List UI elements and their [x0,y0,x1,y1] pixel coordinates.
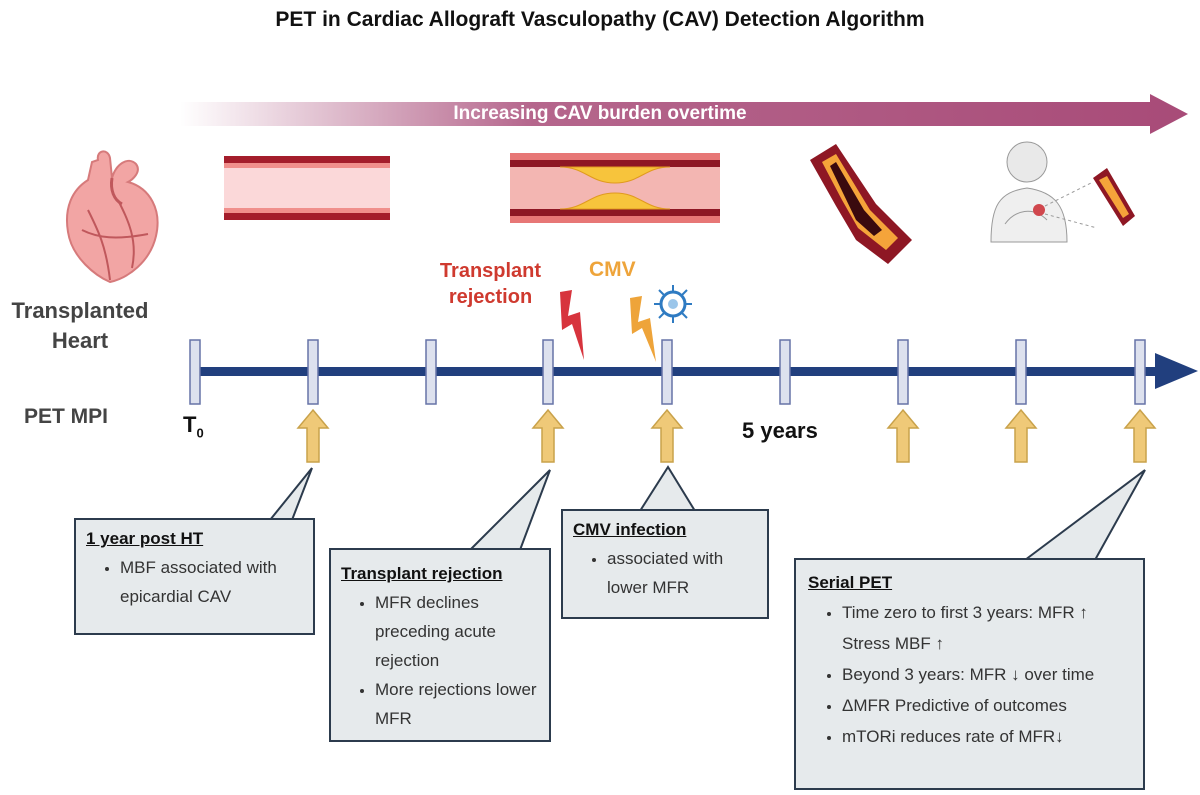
virus-icon [654,285,692,323]
occluded-vessel-icon [810,144,912,264]
pet-scan-arrow [1004,408,1038,463]
normal-vessel-icon [224,156,390,220]
timeline-tick [307,339,319,405]
timeline-arrowhead [1155,353,1198,389]
cmv-label: CMV [589,258,636,281]
t0-main: T [183,412,197,437]
narrowed-vessel-icon [510,153,720,223]
heart-label-line2: Heart [51,328,109,353]
rejection-lightning-icon [560,290,584,360]
timeline-tick [661,339,673,405]
callout-title: 1 year post HT [86,529,204,548]
callout-title: Transplant rejection [341,564,503,583]
callout-item: MBF associated with epicardial CAV [120,553,303,611]
callout-1-year-post-ht: 1 year post HT MBF associated with epica… [74,518,315,635]
timeline-tick [1134,339,1146,405]
heart-label-line1: Transplanted [11,298,149,323]
callout-item: Beyond 3 years: MFR ↓ over time [842,659,1131,690]
timeline-tick [779,339,791,405]
timeline-bar [190,367,1160,376]
diagram-title: PET in Cardiac Allograft Vasculopathy (C… [275,8,925,31]
callout-tail-4 [1022,469,1146,561]
callout-tail-1 [267,467,313,521]
callout-title: CMV infection [573,520,687,539]
timeline-tick [897,339,909,405]
callout-tail-3 [638,465,697,512]
callout-item: MFR declines preceding acute rejection [375,588,539,675]
pet-scan-arrow [1123,408,1157,463]
callout-tail-2 [467,469,551,551]
callout-serial-pet: Serial PET Time zero to first 3 years: M… [794,558,1145,790]
timeline-tick [1015,339,1027,405]
callout-item: mTORi reduces rate of MFR↓ [842,721,1131,752]
callout-transplant-rejection: Transplant rejection MFR declines preced… [329,548,551,742]
t0-sub: 0 [196,425,204,441]
pet-mpi-label: PET MPI [24,405,109,428]
timeline-tick [542,339,554,405]
cmv-lightning-icon [630,296,656,362]
timeline [189,339,1198,463]
burden-arrow [180,94,1188,134]
timeline-tick [189,339,201,405]
pet-scan-arrow [531,408,565,463]
heart-icon [66,150,159,284]
pet-scan-arrow [296,408,330,463]
callout-title: Serial PET [808,573,893,592]
rejection-line2: rejection [448,286,533,308]
callout-cmv-infection: CMV infection associated with lower MFR [561,509,769,619]
t0-label: T0 [183,412,204,440]
callout-item: associated with lower MFR [607,544,757,602]
transplant-rejection-label: Transplant rejection [428,258,553,310]
callout-item: ΔMFR Predictive of outcomes [842,690,1131,721]
pet-scan-arrow [886,408,920,463]
heart-label: Transplanted Heart [0,296,160,356]
timeline-tick [425,339,437,405]
rejection-line1: Transplant [439,260,542,282]
callout-item: Time zero to first 3 years: MFR ↑ Stress… [842,597,1131,659]
patient-icon [990,141,1135,243]
five-years-label: 5 years [742,418,818,443]
pet-scan-arrow [650,408,684,463]
burden-label: Increasing CAV burden overtime [453,103,747,124]
callout-item: More rejections lower MFR [375,675,539,733]
